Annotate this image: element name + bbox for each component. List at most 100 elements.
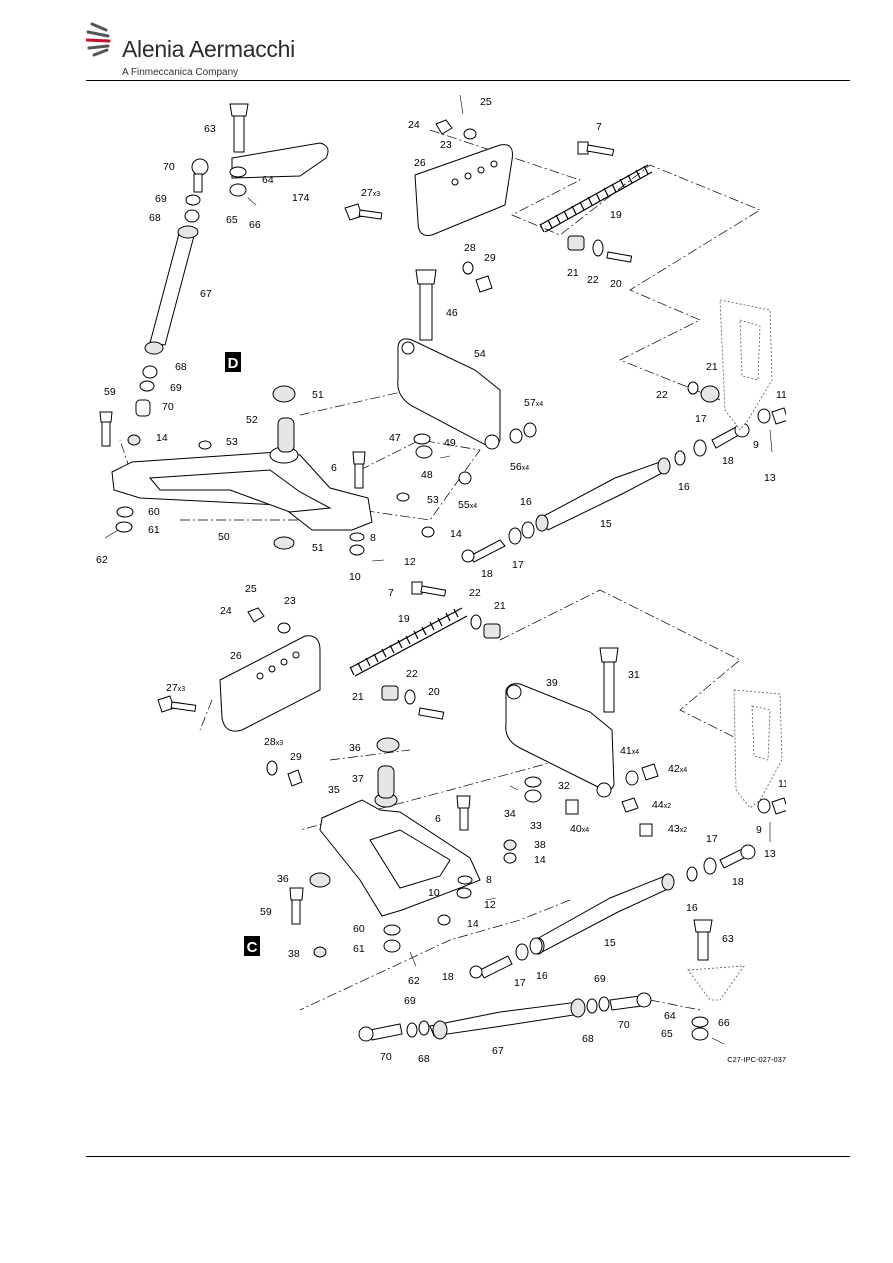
part-label: 16 <box>536 970 548 982</box>
part-label: 21 <box>494 600 506 612</box>
part-label: 19 <box>610 209 622 221</box>
part-label: 14 <box>450 528 462 540</box>
part-label: 13 <box>764 848 776 860</box>
part-label: 17 <box>695 413 707 425</box>
part-label: 38 <box>288 948 300 960</box>
part-label: 37 <box>352 773 364 785</box>
brand-name: Alenia Aermacchi <box>122 36 295 62</box>
part-label: 65 <box>226 214 238 226</box>
part-label: 11 <box>776 389 786 401</box>
part-label: 26 <box>414 157 426 169</box>
part-label: 36 <box>349 742 361 754</box>
part-label: 54 <box>474 348 486 360</box>
company-logo: Alenia Aermacchi A Finmeccanica Company <box>86 20 346 80</box>
part-label: 24 <box>408 119 420 131</box>
part-label: 18 <box>732 876 744 888</box>
part-label: 12 <box>484 899 496 911</box>
part-label: 70 <box>380 1051 392 1063</box>
part-label: 35 <box>328 784 340 796</box>
part-label: 17 <box>706 833 718 845</box>
part-label: 65 <box>661 1028 673 1040</box>
part-label: 15 <box>604 937 616 949</box>
part-label: 33 <box>530 820 542 832</box>
part-label: 22 <box>656 389 668 401</box>
part-label: 8 <box>370 532 376 544</box>
part-label: 69 <box>404 995 416 1007</box>
part-label: 64 <box>262 174 274 186</box>
part-label: 61 <box>148 524 160 536</box>
part-label: 60 <box>148 506 160 518</box>
part-label: 60 <box>353 923 365 935</box>
part-label: 62 <box>408 975 420 987</box>
part-label: 46 <box>446 307 458 319</box>
part-label: 55x4 <box>458 499 477 511</box>
part-label: 70 <box>618 1019 630 1031</box>
part-label: 14 <box>534 854 546 866</box>
part-label: 39 <box>546 677 558 689</box>
part-label: 68 <box>149 212 161 224</box>
footer-rule <box>86 1156 850 1157</box>
part-label: 56x4 <box>510 461 529 473</box>
part-label: 12 <box>404 556 416 568</box>
part-label: 27x3 <box>166 682 185 694</box>
part-label: 59 <box>260 906 272 918</box>
part-label: 18 <box>481 568 493 580</box>
part-label: 16 <box>686 902 698 914</box>
callout-d: D <box>225 352 241 372</box>
part-label: 25 <box>245 583 257 595</box>
figure-code: C27-IPC-027-037 <box>727 1055 786 1064</box>
part-label: 13 <box>764 472 776 484</box>
part-label: 41x4 <box>620 745 639 757</box>
part-label: 47 <box>389 432 401 444</box>
spring-coils-upper <box>539 165 649 233</box>
part-label: 20 <box>428 686 440 698</box>
part-label: 10 <box>428 887 440 899</box>
part-label: 31 <box>628 669 640 681</box>
part-label: 6 <box>331 462 337 474</box>
part-label: 52 <box>246 414 258 426</box>
part-label: 38 <box>534 839 546 851</box>
part-label: 51 <box>312 389 324 401</box>
part-label: 22 <box>587 274 599 286</box>
part-label: 69 <box>594 973 606 985</box>
part-label: 40x4 <box>570 823 589 835</box>
part-label: 61 <box>353 943 365 955</box>
part-label: 22 <box>406 668 418 680</box>
part-label: 8 <box>486 874 492 886</box>
part-label: 16 <box>678 481 690 493</box>
part-label: 29 <box>290 751 302 763</box>
part-label: 67 <box>200 288 212 300</box>
part-label: 20 <box>610 278 622 290</box>
part-label: 43x2 <box>668 823 687 835</box>
lower-labels: 25 24 23 7 22 21 19 26 22 27x3 21 20 31 … <box>166 583 786 1065</box>
part-label: 63 <box>204 123 216 135</box>
part-label: 22 <box>469 587 481 599</box>
part-label: 18 <box>722 455 734 467</box>
part-label: 9 <box>756 824 762 836</box>
part-label: 69 <box>155 193 167 205</box>
part-label: 21 <box>352 691 364 703</box>
part-label: 66 <box>718 1017 730 1029</box>
part-label: 68 <box>582 1033 594 1045</box>
part-label: 44x2 <box>652 799 671 811</box>
part-label: 10 <box>349 571 361 583</box>
part-label: 21 <box>706 361 718 373</box>
part-label: 21 <box>567 267 579 279</box>
upper-assembly <box>99 94 786 563</box>
part-label: 57x4 <box>524 397 543 409</box>
part-label: 174 <box>292 192 310 204</box>
part-label: 7 <box>596 121 602 133</box>
part-label: 14 <box>467 918 479 930</box>
lower-assembly <box>157 581 786 1045</box>
callout-c: C <box>244 936 260 956</box>
part-label: 15 <box>600 518 612 530</box>
part-label: 49 <box>444 437 456 449</box>
part-label: 23 <box>440 139 452 151</box>
part-label: 7 <box>388 587 394 599</box>
part-label: 6 <box>435 813 441 825</box>
part-label: 27x3 <box>361 187 380 199</box>
part-label: 18 <box>442 971 454 983</box>
callout-c-label: C <box>247 939 258 956</box>
header-rule <box>86 80 850 81</box>
part-label: 51 <box>312 542 324 554</box>
